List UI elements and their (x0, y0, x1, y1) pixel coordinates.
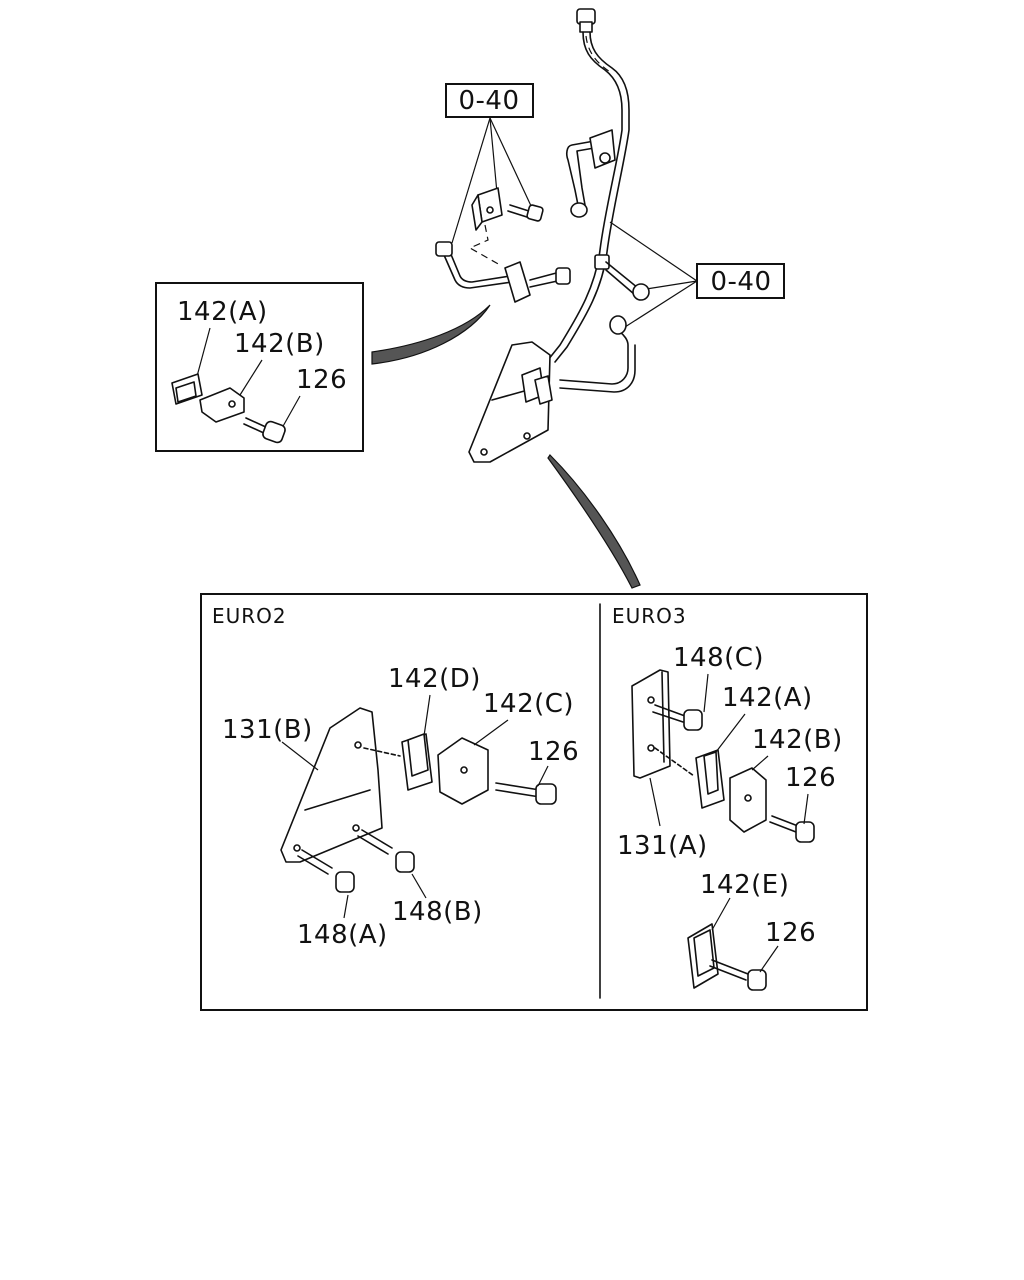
main-plate (468, 341, 551, 463)
label-142e: 142(E) (700, 870, 789, 900)
euro2-section: EURO2 142(D) 142(C) 131(B) 126 148(A) 14… (212, 604, 579, 950)
label-142b-top: 142(B) (234, 329, 325, 359)
detail-box-top-left: 142(A) 142(B) 126 (155, 282, 364, 452)
euro2-title: EURO2 (212, 604, 287, 628)
label-148a: 148(A) (297, 920, 388, 950)
upper-bracket (471, 187, 544, 231)
label-148b: 148(B) (392, 897, 483, 927)
label-142a-euro3: 142(A) (722, 683, 813, 713)
main-pipe (547, 31, 623, 361)
detail-box-bottom: EURO2 142(D) 142(C) 131(B) 126 148(A) 14… (200, 593, 868, 1011)
euro3-section: EURO3 148(C) 142(A) 142(B) 126 131(A) 14… (612, 604, 843, 991)
plate-131a (631, 669, 671, 779)
leader-arc-bottom (547, 454, 641, 589)
top-fitting (576, 8, 596, 33)
leader-arc-left (371, 304, 491, 365)
label-148c: 148(C) (673, 643, 764, 673)
label-131b: 131(B) (222, 715, 313, 745)
ref-box-1 (445, 83, 534, 118)
label-142a-top: 142(A) (177, 297, 268, 327)
ref-box-1-text: 0-40 (458, 86, 519, 116)
label-142d: 142(D) (388, 664, 481, 694)
ref-box-2-text: 0-40 (710, 267, 771, 297)
label-142c: 142(C) (483, 689, 574, 719)
label-126-euro3-b: 126 (765, 918, 816, 948)
lower-clip (504, 261, 531, 303)
label-131a: 131(A) (617, 831, 708, 861)
main-assembly: 0-40 0-40 (371, 8, 785, 589)
label-142b-euro3: 142(B) (752, 725, 843, 755)
euro3-title: EURO3 (612, 604, 687, 628)
label-126-euro3-a: 126 (785, 763, 836, 793)
label-126-top: 126 (296, 365, 347, 395)
label-126-euro2: 126 (528, 737, 579, 767)
